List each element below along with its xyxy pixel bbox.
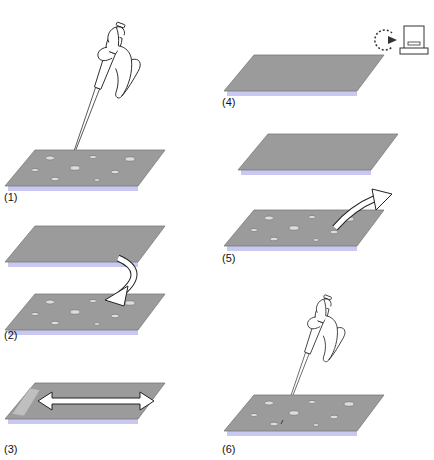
- step-number: (6): [222, 444, 235, 455]
- step-number: (1): [4, 192, 17, 203]
- step-number: (4): [222, 97, 235, 108]
- step-number: (3): [4, 444, 17, 455]
- step-number: (5): [222, 253, 235, 264]
- step-number: (2): [4, 330, 17, 341]
